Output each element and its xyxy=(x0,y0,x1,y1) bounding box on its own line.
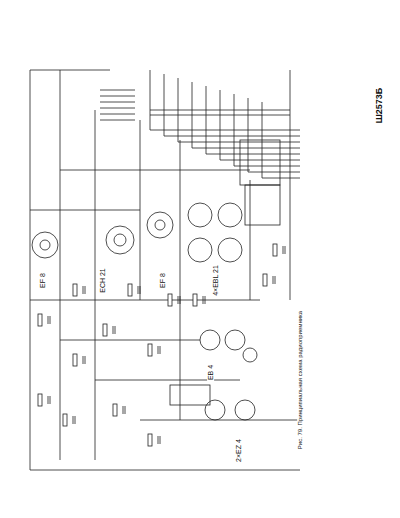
tube-label: EB 4 xyxy=(207,363,214,380)
bus-wire xyxy=(100,108,135,109)
tube-symbols xyxy=(32,203,257,420)
bus-wire xyxy=(164,136,300,137)
capacitor-plate xyxy=(123,406,124,414)
tube-label: 2×EZ 4 xyxy=(234,438,241,463)
capacitor-plate xyxy=(85,286,86,294)
tube-label: EF 8 xyxy=(158,272,165,289)
capacitor-plate xyxy=(48,316,49,324)
resistor-symbol xyxy=(263,274,267,286)
bus-wire xyxy=(100,102,135,103)
resistor-symbol xyxy=(63,414,67,426)
capacitor-plate xyxy=(75,416,76,424)
capacitor-plate xyxy=(83,356,84,364)
capacitor-plate xyxy=(85,356,86,364)
capacitor-plate xyxy=(273,276,274,284)
ground-rail xyxy=(30,70,300,470)
resistor-symbol xyxy=(73,284,77,296)
bus-wire xyxy=(262,178,300,179)
capacitor-plate xyxy=(160,346,161,354)
resistor-symbol xyxy=(193,294,197,306)
capacitor-plate xyxy=(180,296,181,304)
bus-wire xyxy=(150,130,300,131)
model-number: Ш2573Б xyxy=(375,86,384,124)
bus-wire xyxy=(220,160,300,161)
capacitor-plate xyxy=(50,396,51,404)
figure-caption: Рис. 79. Принципиальная схема радиоприем… xyxy=(297,310,303,450)
tube-label: EF 8 xyxy=(38,272,45,289)
resistor-symbol xyxy=(38,314,42,326)
resistor-symbol xyxy=(38,394,42,406)
capacitor-plate xyxy=(283,246,284,254)
bus-wire xyxy=(100,96,135,97)
capacitor-plate xyxy=(140,286,141,294)
capacitor-plate xyxy=(125,406,126,414)
tube-label: 4×EBL 21 xyxy=(211,264,218,297)
capacitor-plate xyxy=(158,436,159,444)
tube-label: ECH 21 xyxy=(98,267,105,294)
capacitor-plate xyxy=(113,326,114,334)
bus-wire xyxy=(220,90,221,160)
bus-wire xyxy=(248,98,249,172)
bus-wire xyxy=(164,74,165,136)
signal-wires xyxy=(30,170,300,420)
resistor-capacitor-symbols xyxy=(38,244,285,446)
capacitor-plate xyxy=(205,296,206,304)
transformer-symbols xyxy=(150,110,290,405)
wiring-bus xyxy=(100,70,300,178)
bus-wire xyxy=(100,90,135,91)
capacitor-plate xyxy=(83,286,84,294)
resistor-symbol xyxy=(103,324,107,336)
supply-wires xyxy=(60,70,290,460)
resistor-symbol xyxy=(273,244,277,256)
resistor-symbol xyxy=(128,284,132,296)
resistor-symbol xyxy=(148,344,152,356)
resistor-symbol xyxy=(168,294,172,306)
bus-wire xyxy=(234,94,235,166)
resistor-symbol xyxy=(148,434,152,446)
bus-wire xyxy=(192,148,300,149)
bus-wire xyxy=(150,70,151,130)
capacitor-plate xyxy=(178,296,179,304)
bus-wire xyxy=(178,142,300,143)
resistor-symbol xyxy=(73,354,77,366)
capacitor-plate xyxy=(138,286,139,294)
capacitor-plate xyxy=(73,416,74,424)
bus-wire xyxy=(100,120,135,121)
capacitor-plate xyxy=(158,346,159,354)
bus-wire xyxy=(248,172,300,173)
capacitor-plate xyxy=(115,326,116,334)
bus-wire xyxy=(234,166,300,167)
capacitor-plate xyxy=(160,436,161,444)
capacitor-plate xyxy=(203,296,204,304)
capacitor-plate xyxy=(50,316,51,324)
resistor-symbol xyxy=(113,404,117,416)
capacitor-plate xyxy=(275,276,276,284)
bus-wire xyxy=(100,114,135,115)
bus-wire xyxy=(206,86,207,154)
capacitor-plate xyxy=(285,246,286,254)
capacitor-plate xyxy=(48,396,49,404)
